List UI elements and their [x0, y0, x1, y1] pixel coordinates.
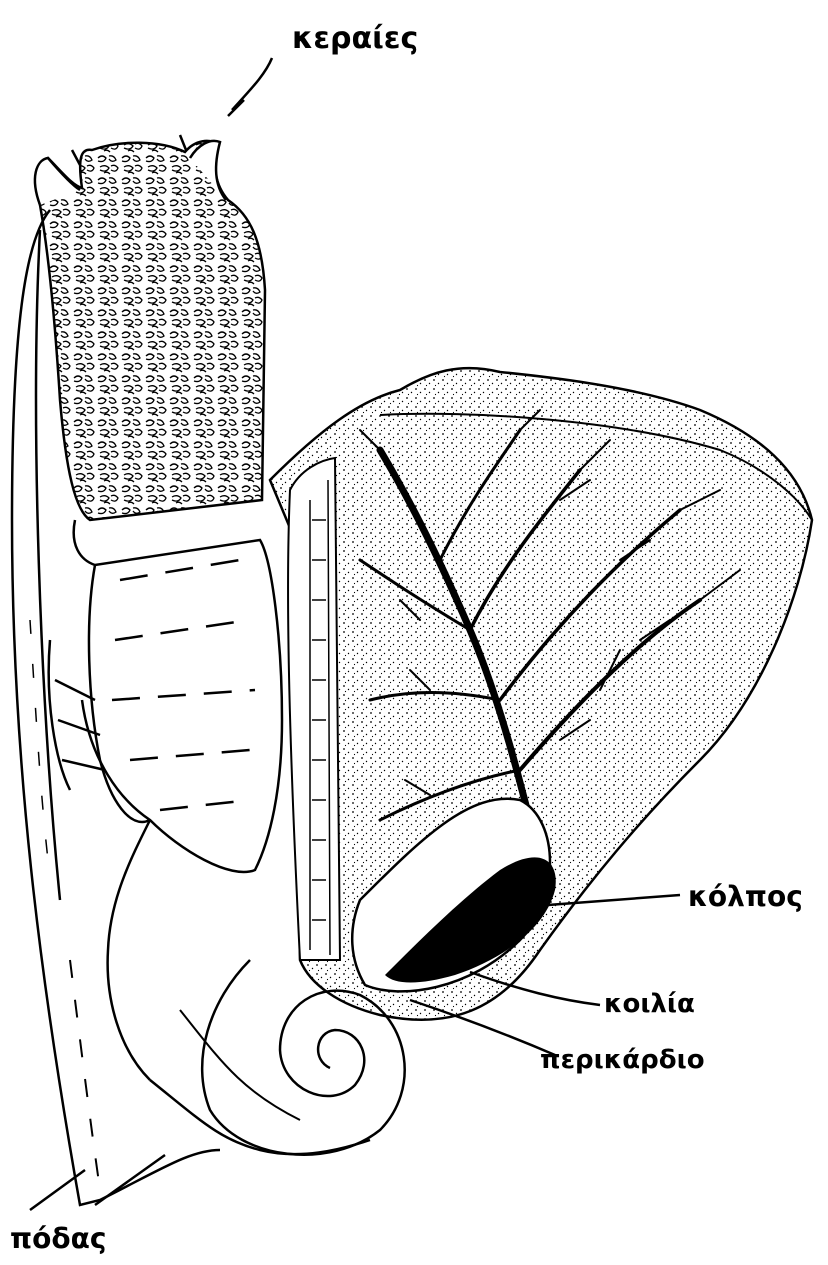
foot-leader	[30, 1155, 165, 1210]
label-sinus: κόλπος	[688, 880, 803, 913]
tentacles-leader	[228, 58, 272, 116]
collar-segments	[49, 520, 282, 1080]
label-pericardium: περικάρδιο	[540, 1045, 705, 1075]
label-ventricle: κοιλία	[604, 989, 695, 1019]
pericardium-leader	[410, 1000, 555, 1055]
label-tentacles: κεραίες	[292, 21, 418, 56]
head-region	[35, 135, 265, 520]
label-foot: πόδας	[10, 1222, 106, 1255]
visceral-mass	[270, 368, 812, 1020]
